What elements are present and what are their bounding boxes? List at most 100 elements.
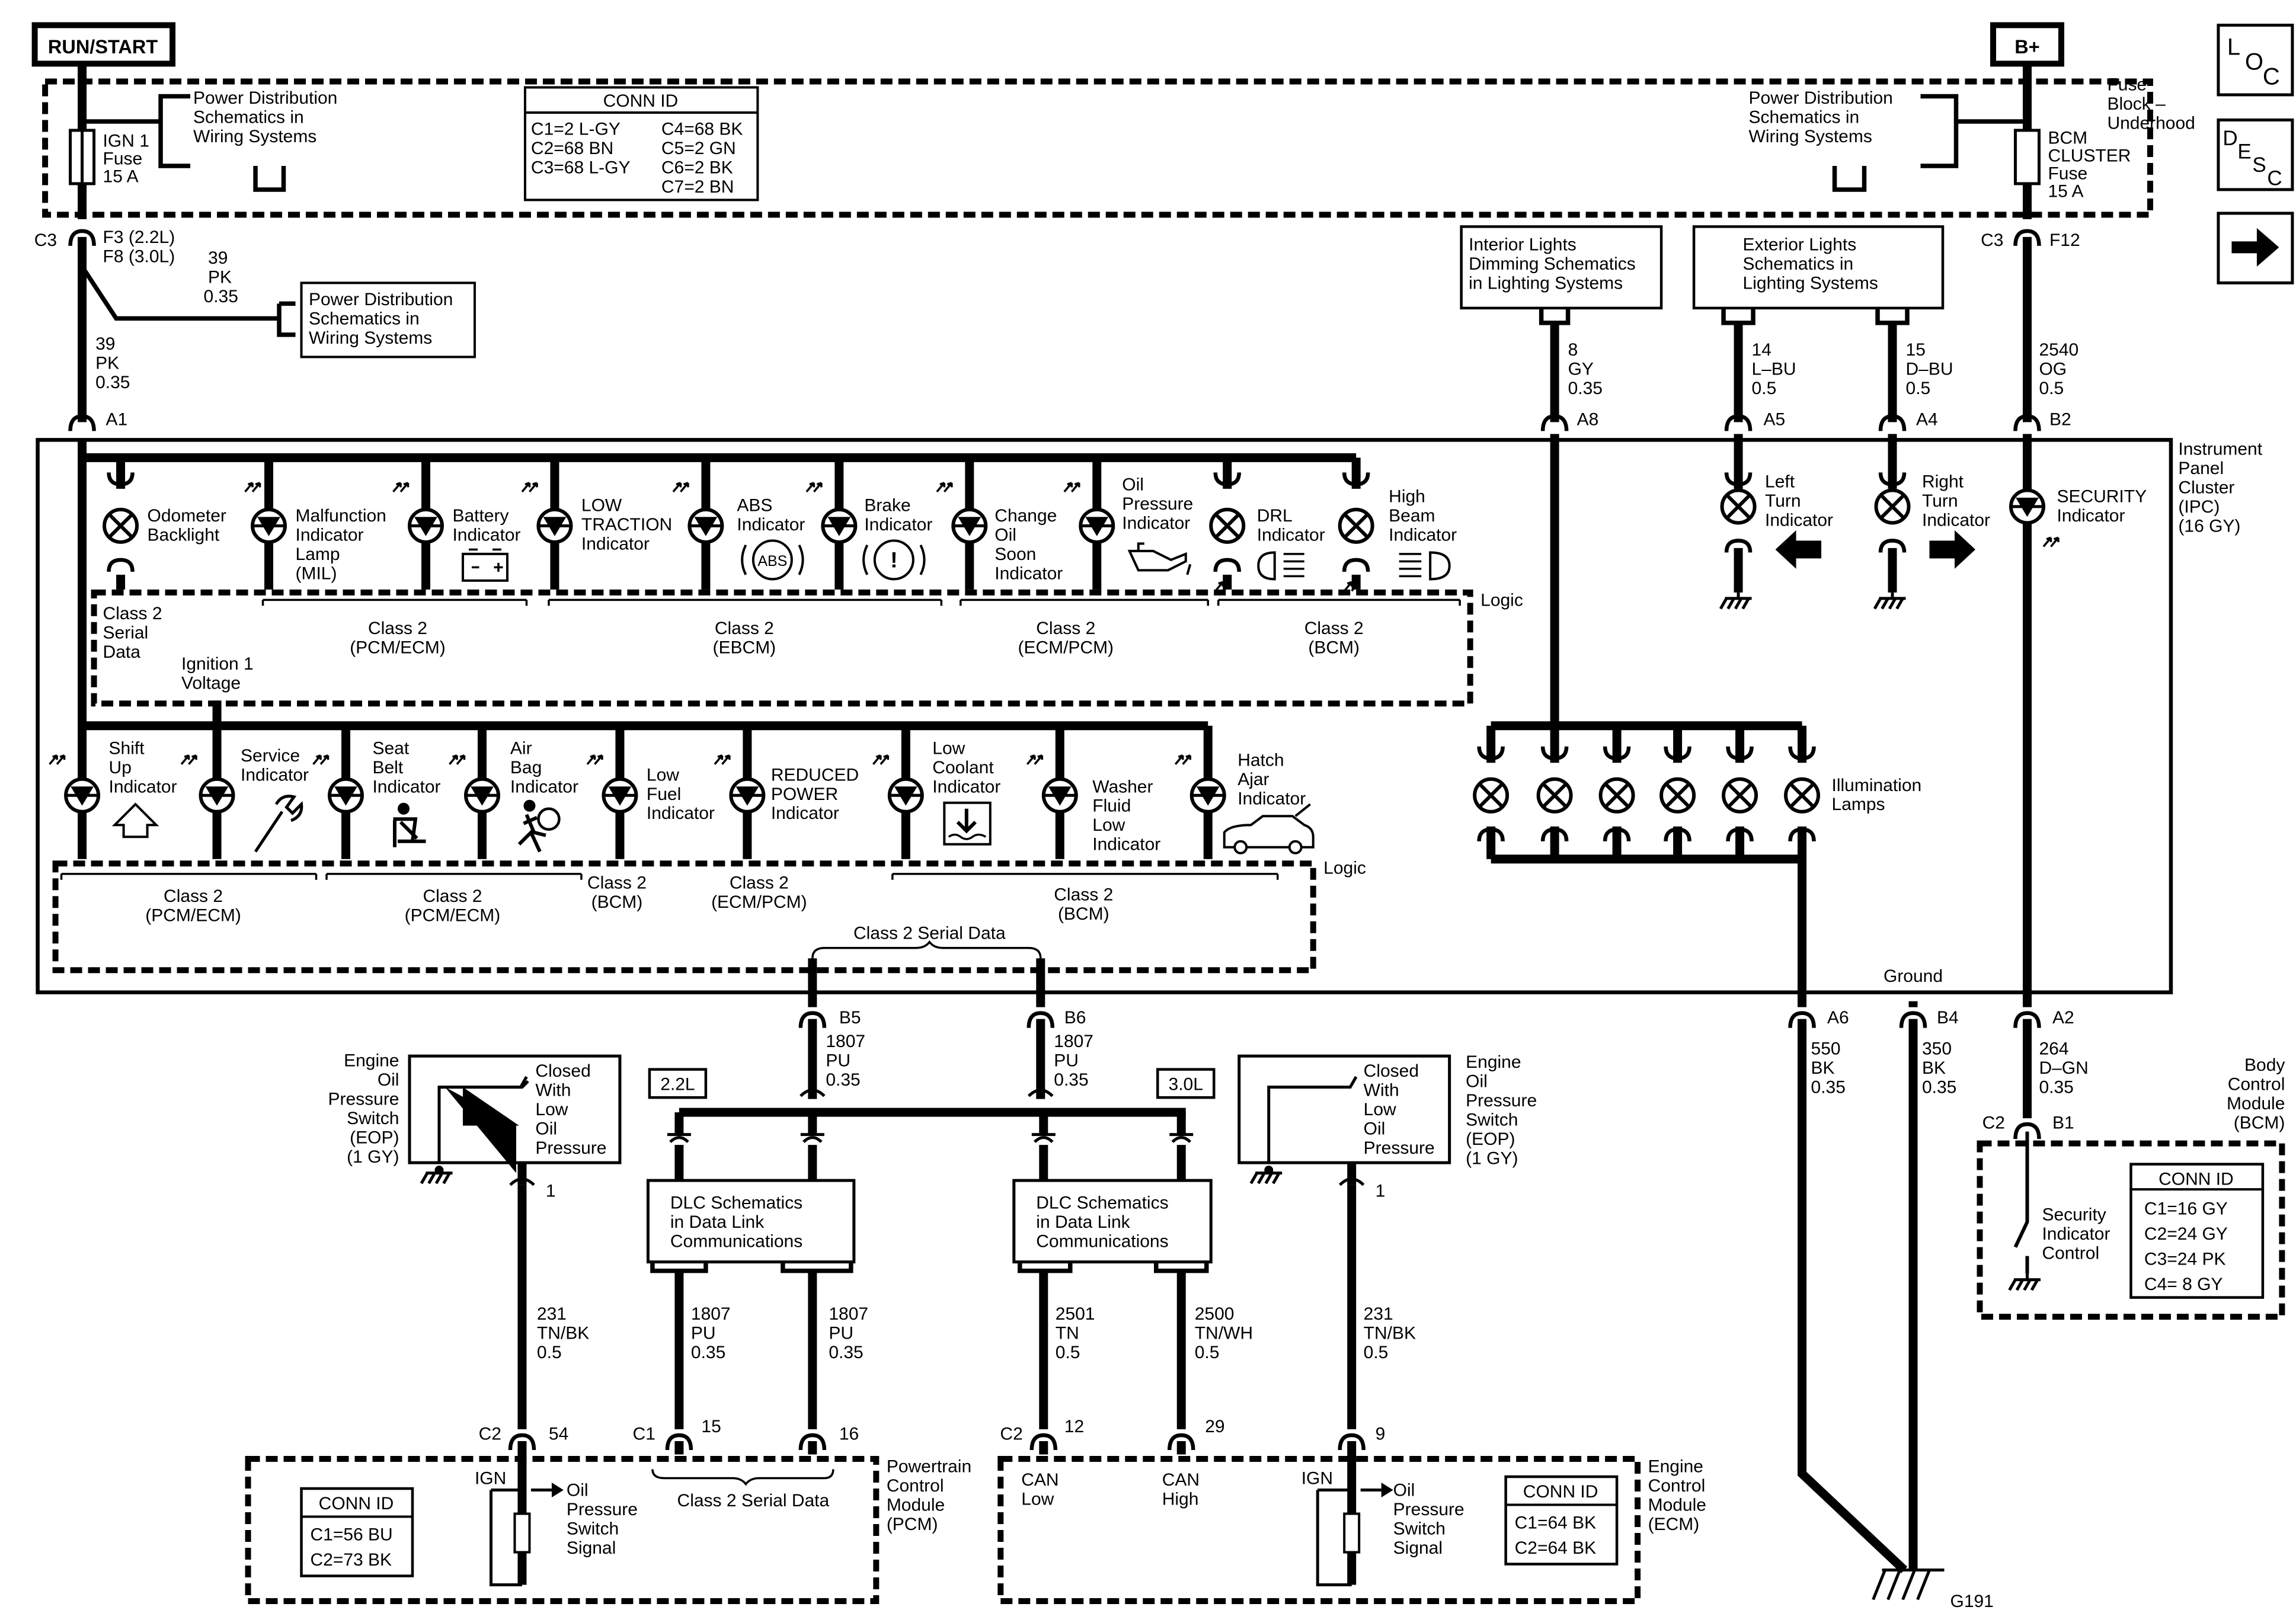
svg-text:9: 9 (1376, 1425, 1386, 1444)
pcm-conn-title: CONN ID (319, 1494, 394, 1513)
illumination-lamps-label: Illumination (1832, 776, 1922, 795)
svg-text:0.35: 0.35 (95, 373, 130, 392)
svg-text:C4=68 BK: C4=68 BK (661, 119, 743, 139)
svg-text:Block –: Block – (2107, 94, 2166, 114)
svg-text:PK: PK (208, 267, 232, 287)
svg-text:0.35: 0.35 (204, 287, 238, 306)
svg-text:Pressure: Pressure (1122, 494, 1193, 514)
svg-text:C3: C3 (1981, 231, 2003, 250)
svg-text:(BCM): (BCM) (591, 892, 643, 912)
svg-text:(BCM): (BCM) (1058, 904, 1109, 924)
svg-text:Control: Control (1648, 1476, 1706, 1496)
pcm-title: Powertrain (887, 1457, 971, 1477)
svg-text:L: L (2227, 34, 2240, 60)
svg-text:D–BU: D–BU (1906, 359, 1953, 379)
loc-button[interactable]: L O C (2217, 23, 2294, 97)
svg-text:C6=2 BK: C6=2 BK (661, 158, 733, 177)
svg-text:0.35: 0.35 (1054, 1070, 1088, 1090)
svg-text:C2=68 BN: C2=68 BN (531, 139, 613, 158)
svg-text:Cluster: Cluster (2178, 478, 2234, 497)
svg-text:Pressure: Pressure (1364, 1138, 1435, 1158)
svg-text:Schematics in: Schematics in (1749, 107, 1860, 127)
svg-text:Wiring Systems: Wiring Systems (1749, 127, 1872, 146)
svg-text:(16 GY): (16 GY) (2178, 516, 2240, 536)
air-bag-icon (517, 799, 561, 853)
svg-text:Pressure: Pressure (1466, 1091, 1537, 1110)
svg-text:(PCM/ECM): (PCM/ECM) (145, 906, 241, 926)
svg-text:A6: A6 (1827, 1008, 1849, 1028)
low-fuel-indicator: Low (647, 765, 679, 785)
svg-text:in Data Link: in Data Link (670, 1212, 765, 1232)
svg-text:1807: 1807 (826, 1032, 865, 1051)
svg-text:39: 39 (208, 248, 228, 268)
svg-text:0.5: 0.5 (2039, 379, 2064, 398)
illumination-lamps (1475, 747, 1818, 841)
coolant-icon (943, 801, 992, 846)
svg-text:Indicator: Indicator (581, 534, 650, 553)
svg-text:(BCM): (BCM) (2234, 1113, 2285, 1133)
svg-text:Indicator: Indicator (737, 515, 805, 534)
oil-can-icon (1127, 542, 1192, 575)
svg-text:Class 2: Class 2 (368, 619, 427, 638)
svg-text:(1 GY): (1 GY) (347, 1147, 399, 1167)
svg-text:(ECM/PCM): (ECM/PCM) (1018, 638, 1114, 657)
pcm-oil-signal: Oil (567, 1481, 589, 1500)
svg-text:Pressure: Pressure (328, 1090, 399, 1109)
svg-text:Underhood: Underhood (2107, 113, 2195, 133)
desc-button[interactable]: D E S C (2217, 118, 2294, 191)
svg-text:8: 8 (1568, 340, 1578, 360)
svg-text:With: With (535, 1081, 571, 1100)
svg-text:Class 2: Class 2 (1054, 885, 1113, 905)
svg-text:Indicator: Indicator (647, 804, 715, 823)
svg-text:Switch: Switch (1393, 1519, 1446, 1539)
svg-text:IGN: IGN (1302, 1469, 1333, 1489)
svg-text:Panel: Panel (2178, 459, 2224, 478)
next-arrow-button[interactable] (2217, 212, 2294, 284)
air-bag-indicator: Air (510, 738, 532, 758)
svg-text:PK: PK (95, 353, 119, 373)
svg-text:Turn: Turn (1922, 491, 1958, 511)
svg-text:D: D (2223, 127, 2237, 150)
ign1-fuse-name: IGN 1 (103, 131, 149, 151)
svg-text:(1 GY): (1 GY) (1466, 1149, 1518, 1169)
svg-text:0.5: 0.5 (1906, 379, 1931, 398)
wrench-icon (254, 795, 303, 853)
bcm-conn-title: CONN ID (2159, 1170, 2234, 1189)
eop-left-label: Engine (344, 1051, 399, 1071)
svg-text:1807: 1807 (691, 1304, 731, 1324)
svg-text:14: 14 (1752, 340, 1771, 360)
svg-text:Fuse: Fuse (103, 149, 143, 168)
svg-text:Bag: Bag (510, 758, 542, 777)
svg-text:15 A: 15 A (2048, 181, 2083, 201)
security-indicator: SECURITY (2057, 486, 2147, 506)
svg-text:in Data Link: in Data Link (1036, 1212, 1130, 1232)
svg-text:15: 15 (1906, 340, 1926, 360)
svg-text:0.35: 0.35 (1568, 379, 1603, 398)
svg-text:0.35: 0.35 (1811, 1078, 1846, 1097)
change-oil-indicator: Change (994, 506, 1057, 526)
bcm-title: Body (2244, 1055, 2285, 1075)
svg-text:Class 2: Class 2 (587, 873, 647, 893)
svg-text:Indicator: Indicator (2042, 1224, 2110, 1244)
left-turn-indicator: Left (1765, 472, 1795, 491)
svg-text:Indicator: Indicator (296, 525, 364, 545)
service-indicator: Service (241, 746, 300, 766)
svg-text:PU: PU (826, 1051, 850, 1071)
ecm-conn-title: CONN ID (1523, 1482, 1598, 1502)
svg-text:OG: OG (2039, 359, 2067, 379)
svg-text:High: High (1162, 1490, 1199, 1509)
svg-text:PU: PU (1054, 1051, 1079, 1071)
svg-text:Indicator: Indicator (771, 804, 839, 823)
svg-text:Indicator: Indicator (994, 564, 1063, 583)
right-turn-indicator: Right (1922, 472, 1964, 491)
svg-text:1: 1 (546, 1182, 556, 1201)
svg-text:Lighting Systems: Lighting Systems (1743, 273, 1878, 293)
interior-lights-ref: Interior Lights (1469, 235, 1576, 254)
svg-text:Class 2: Class 2 (730, 873, 789, 893)
svg-text:Pressure: Pressure (535, 1138, 606, 1158)
svg-text:B4: B4 (1937, 1008, 1959, 1028)
ipc-box (36, 438, 2173, 994)
low-traction-indicator: LOW (581, 495, 622, 515)
svg-text:Fuel: Fuel (647, 785, 681, 804)
